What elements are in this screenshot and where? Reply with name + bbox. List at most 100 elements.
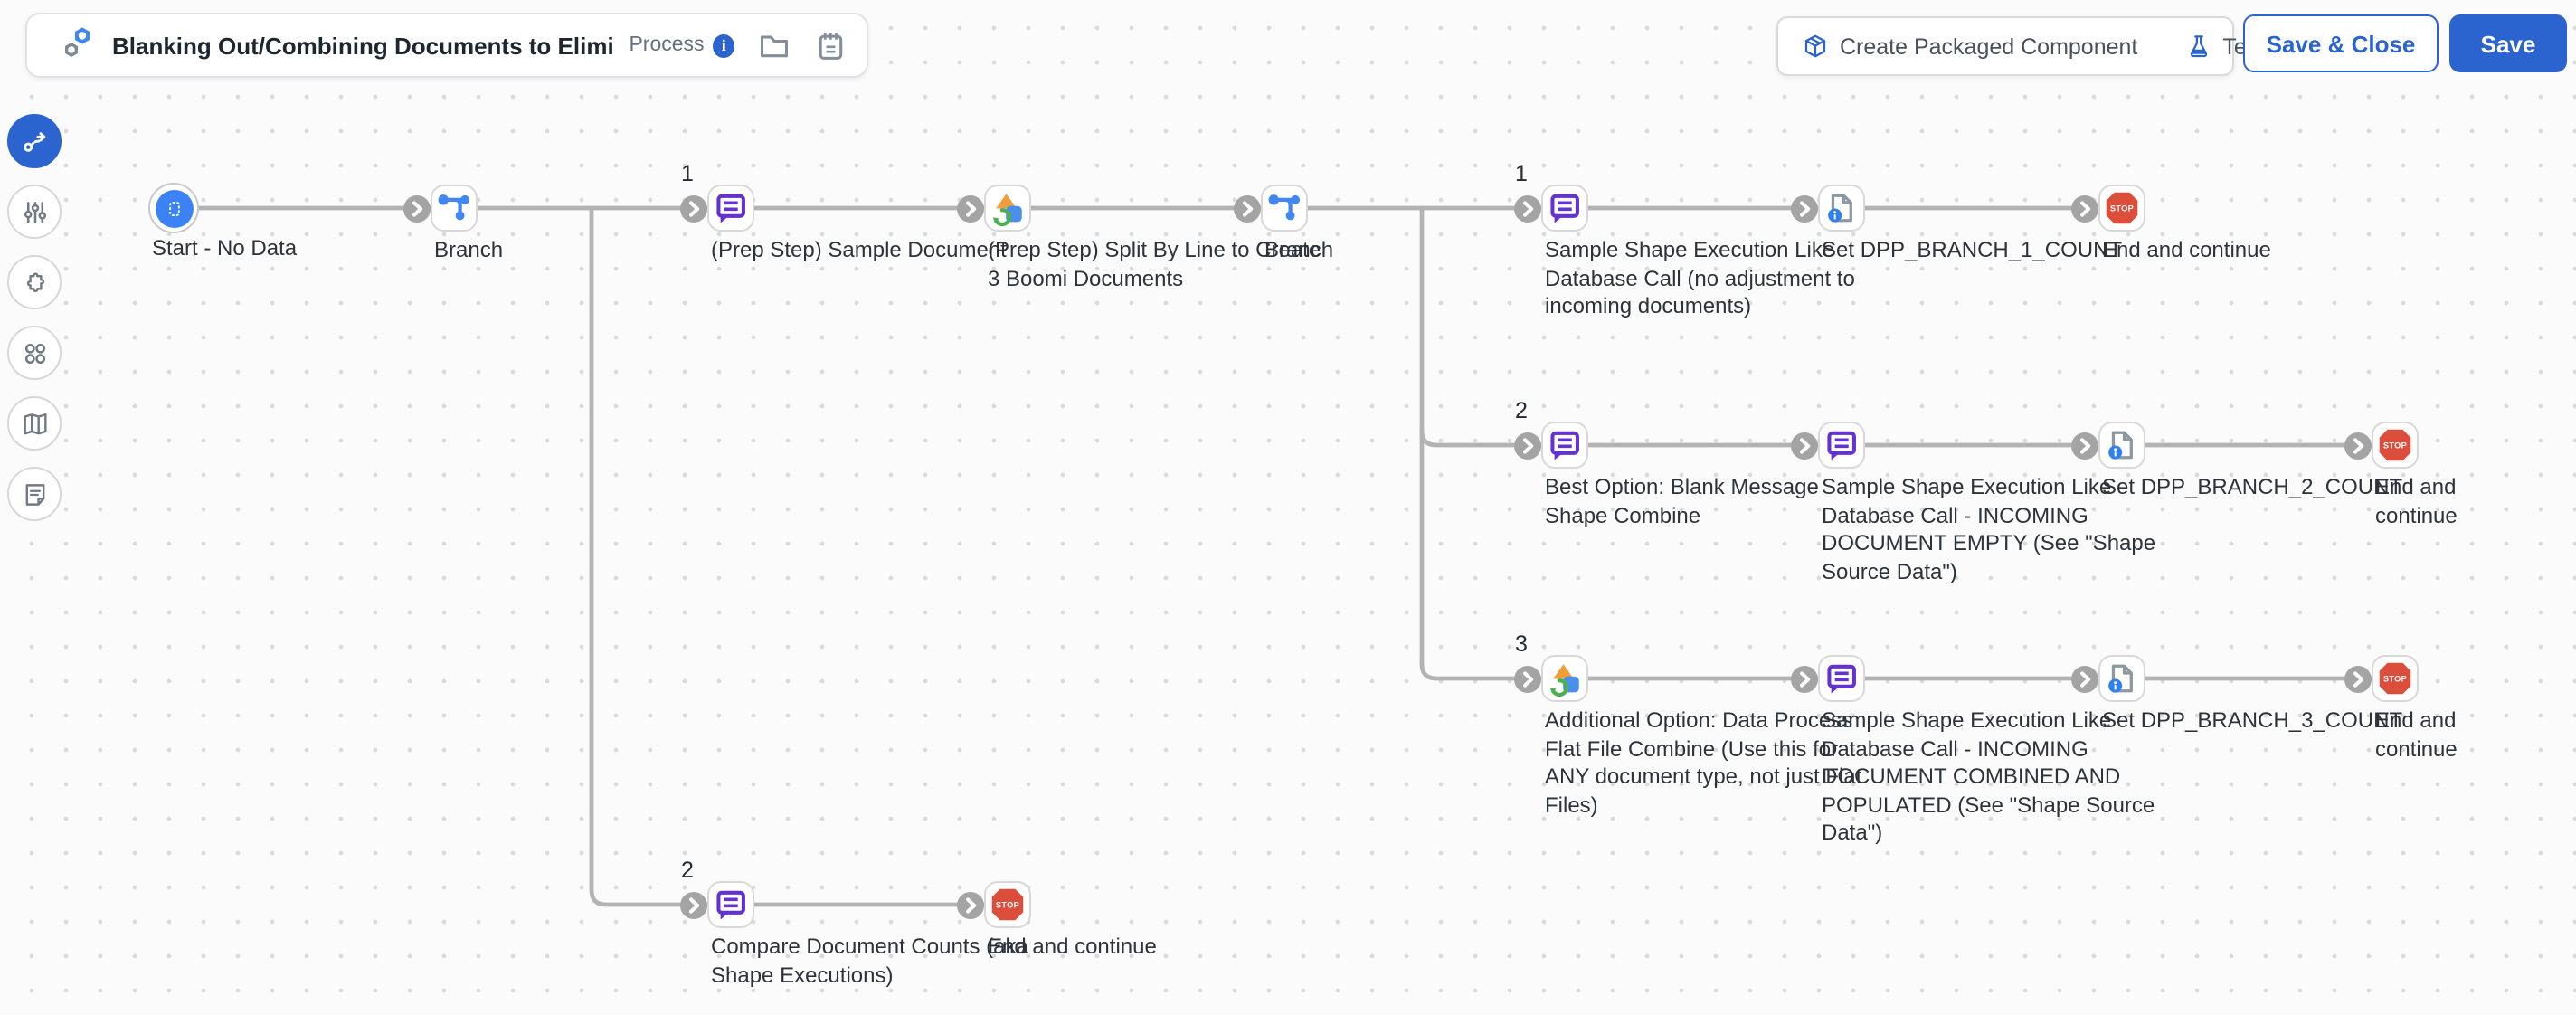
shape-label: Branch [1264,237,1334,262]
svg-text:STOP: STOP [2383,674,2407,683]
message-shape[interactable] [1818,655,1865,702]
docprops-shape-icon [1822,188,1861,228]
sliders-icon [19,196,50,227]
docprops-shape[interactable] [2098,422,2145,469]
connection-chevron-icon[interactable] [1513,194,1540,222]
sidebar-item-map[interactable] [7,396,62,451]
connection-chevron-icon[interactable] [1513,665,1540,692]
shape-label: Sample Shape Execution Like Database Cal… [1822,707,2155,846]
sidebar-item-configuration[interactable] [7,185,62,239]
connection-chevron-icon[interactable] [2070,432,2098,459]
sidebar-item-notes[interactable] [7,467,62,521]
process-title: Blanking Out/Combining Documents to Elim… [112,32,615,59]
branch-shape[interactable] [431,185,478,232]
puzzle-icon [19,267,50,298]
stop-shape[interactable]: STOP [2098,185,2145,232]
save-and-close-button[interactable]: Save & Close [2243,14,2439,72]
stop-shape-icon: STOP [2375,659,2415,698]
four-dots-icon [19,337,50,368]
sidebar-item-process-canvas[interactable] [7,114,62,168]
svg-text:STOP: STOP [996,900,1019,909]
message-shape[interactable] [1541,185,1588,232]
connection-chevron-icon[interactable] [2344,665,2371,692]
shape-label: End and continue [988,934,1157,959]
message-shape[interactable] [707,185,754,232]
shape-label: End and continue [2375,707,2458,762]
branch-shape-icon [1264,188,1304,228]
docprops-shape-icon [2102,425,2142,465]
dataprocess-shape-icon [1545,659,1585,698]
sidebar-item-shapes[interactable] [7,326,62,380]
sidebar-item-extensions[interactable] [7,255,62,309]
dataprocess-shape[interactable] [984,185,1031,232]
shape-label: Start - No Data [152,235,298,261]
note-icon [19,479,50,509]
shape-label: Compare Document Counts (aka Shape Execu… [711,934,1028,988]
dataprocess-shape[interactable] [1541,655,1588,702]
create-packaged-component-label: Create Packaged Component [1840,33,2138,59]
route-icon [19,126,50,157]
message-shape-icon [1545,188,1585,228]
connection-chevron-icon[interactable] [679,891,706,918]
connection-chevron-icon[interactable] [956,194,983,222]
shape-label: Set DPP_BRANCH_2_COUNT [2102,474,2403,499]
shape-label: End and continue [2375,474,2458,528]
shape-label: Sample Shape Execution Like Database Cal… [1545,237,1855,319]
process-gears-icon [65,27,90,57]
connection-chevron-icon[interactable] [2344,432,2371,459]
docprops-shape[interactable] [2098,655,2145,702]
connection-chevron-icon[interactable] [956,891,983,918]
shape-label: Branch [434,237,504,262]
branch-number: 2 [681,858,694,883]
shape-label: Set DPP_BRANCH_3_COUNT [2102,707,2403,733]
branch-number: 3 [1515,631,1528,657]
svg-text:STOP: STOP [2110,204,2134,213]
shape-label: Additional Option: Data Process Flat Fil… [1545,707,1862,818]
start-document-icon [155,189,193,227]
shape-label: Sample Shape Execution Like Database Cal… [1822,474,2156,584]
save-button[interactable]: Save [2449,14,2567,72]
branch-shape-icon [434,188,474,228]
connection-chevron-icon[interactable] [1233,194,1260,222]
branch-number: 2 [1515,398,1528,423]
docprops-shape-icon [2102,659,2142,698]
action-group: Create Packaged Component Test [1776,16,2264,76]
message-shape-icon [1822,659,1861,698]
shape-label: Best Option: Blank Message Shape Combine [1545,474,1819,528]
connection-chevron-icon[interactable] [1790,432,1817,459]
start-shape[interactable] [148,183,199,233]
docprops-shape[interactable] [1818,185,1865,232]
connection-chevron-icon[interactable] [1513,432,1540,459]
folder-icon[interactable] [758,29,791,62]
message-shape[interactable] [1541,422,1588,469]
branch-shape[interactable] [1261,185,1308,232]
dataprocess-shape-icon [988,188,1028,228]
shape-label: End and continue [2102,237,2271,262]
notes-icon[interactable] [814,29,847,62]
message-shape[interactable] [707,881,754,928]
create-packaged-component-button[interactable]: Create Packaged Component [1778,18,2161,74]
info-icon[interactable]: i [713,33,734,57]
shape-label: (Prep Step) Sample Document [711,237,1007,262]
stop-shape-icon: STOP [988,885,1028,925]
svg-text:STOP: STOP [2383,441,2407,450]
connection-chevron-icon[interactable] [679,194,706,222]
connection-chevron-icon[interactable] [2070,665,2098,692]
stop-shape[interactable]: STOP [984,881,1031,928]
stop-shape[interactable]: STOP [2372,655,2419,702]
branch-number: 1 [1515,161,1528,186]
connection-chevron-icon[interactable] [1790,194,1817,222]
branch-number: 1 [681,161,694,186]
connection-chevron-icon[interactable] [402,194,430,222]
connection-chevron-icon[interactable] [1790,665,1817,692]
message-shape-icon [711,188,751,228]
stop-shape[interactable]: STOP [2372,422,2419,469]
message-shape[interactable] [1818,422,1865,469]
shape-label: Set DPP_BRANCH_1_COUNT [1822,237,2123,262]
connection-chevron-icon[interactable] [2070,194,2098,222]
process-type-label: Process [629,34,705,56]
message-shape-icon [1545,425,1585,465]
map-icon [19,408,50,439]
